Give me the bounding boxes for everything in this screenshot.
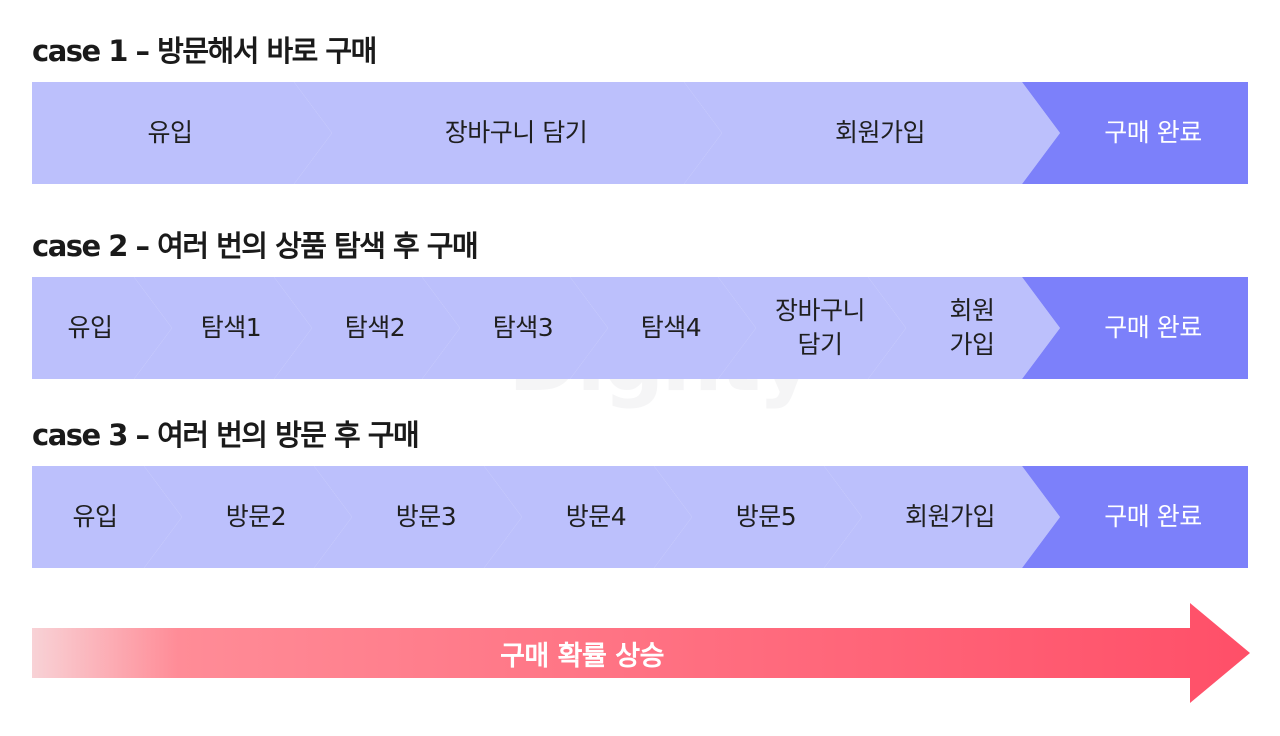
step-label: 유입	[67, 313, 113, 343]
step-label: 구매 완료	[1104, 502, 1202, 532]
step: 장바구니 담기	[718, 277, 906, 379]
step-label: 방문2	[225, 502, 287, 532]
step: 회원가입	[824, 466, 1060, 568]
step-label: 회원가입	[904, 502, 996, 532]
step-label: 탐색2	[344, 313, 406, 343]
case-3-title: case 3 – 여러 번의 방문 후 구매	[32, 418, 420, 452]
case-2-title: case 2 – 여러 번의 상품 탐색 후 구매	[32, 229, 479, 263]
step: 방문3	[314, 466, 522, 568]
step-label: 유입	[147, 118, 193, 148]
step-label: 방문4	[565, 502, 627, 532]
case-1-title: case 1 – 방문해서 바로 구매	[32, 34, 377, 68]
step: 탐색1	[134, 277, 312, 379]
arrow-shape	[32, 603, 1250, 703]
step-label: 구매 완료	[1104, 313, 1202, 343]
step-label: 방문5	[735, 502, 797, 532]
purchase-probability-arrow: 구매 확률 상승	[32, 603, 1250, 703]
step-label: 장바구니 담기	[444, 118, 588, 148]
step-label: 탐색1	[200, 313, 262, 343]
step-label: 구매 완료	[1104, 118, 1202, 148]
case-2-flow: 유입 탐색1 탐색2 탐색3 탐색4 장바구니 담기 회원 가입 구매 완료	[32, 277, 1248, 379]
step-label: 탐색4	[640, 313, 702, 343]
final-step: 구매 완료	[1022, 82, 1248, 184]
step: 유입	[32, 82, 332, 184]
case-3-flow: 유입 방문2 방문3 방문4 방문5 회원가입 구매 완료	[32, 466, 1248, 568]
step-label: 장바구니 담기	[774, 296, 866, 359]
step-label: 탐색3	[492, 313, 554, 343]
step: 장바구니 담기	[294, 82, 722, 184]
step-label: 회원 가입	[949, 296, 995, 359]
step: 회원가입	[684, 82, 1060, 184]
case-1-flow: 유입 장바구니 담기 회원가입 구매 완료	[32, 82, 1248, 184]
step-label: 방문3	[395, 502, 457, 532]
step-label: 유입	[72, 502, 118, 532]
purchase-probability-label: 구매 확률 상승	[500, 640, 664, 672]
step-label: 회원가입	[834, 118, 926, 148]
